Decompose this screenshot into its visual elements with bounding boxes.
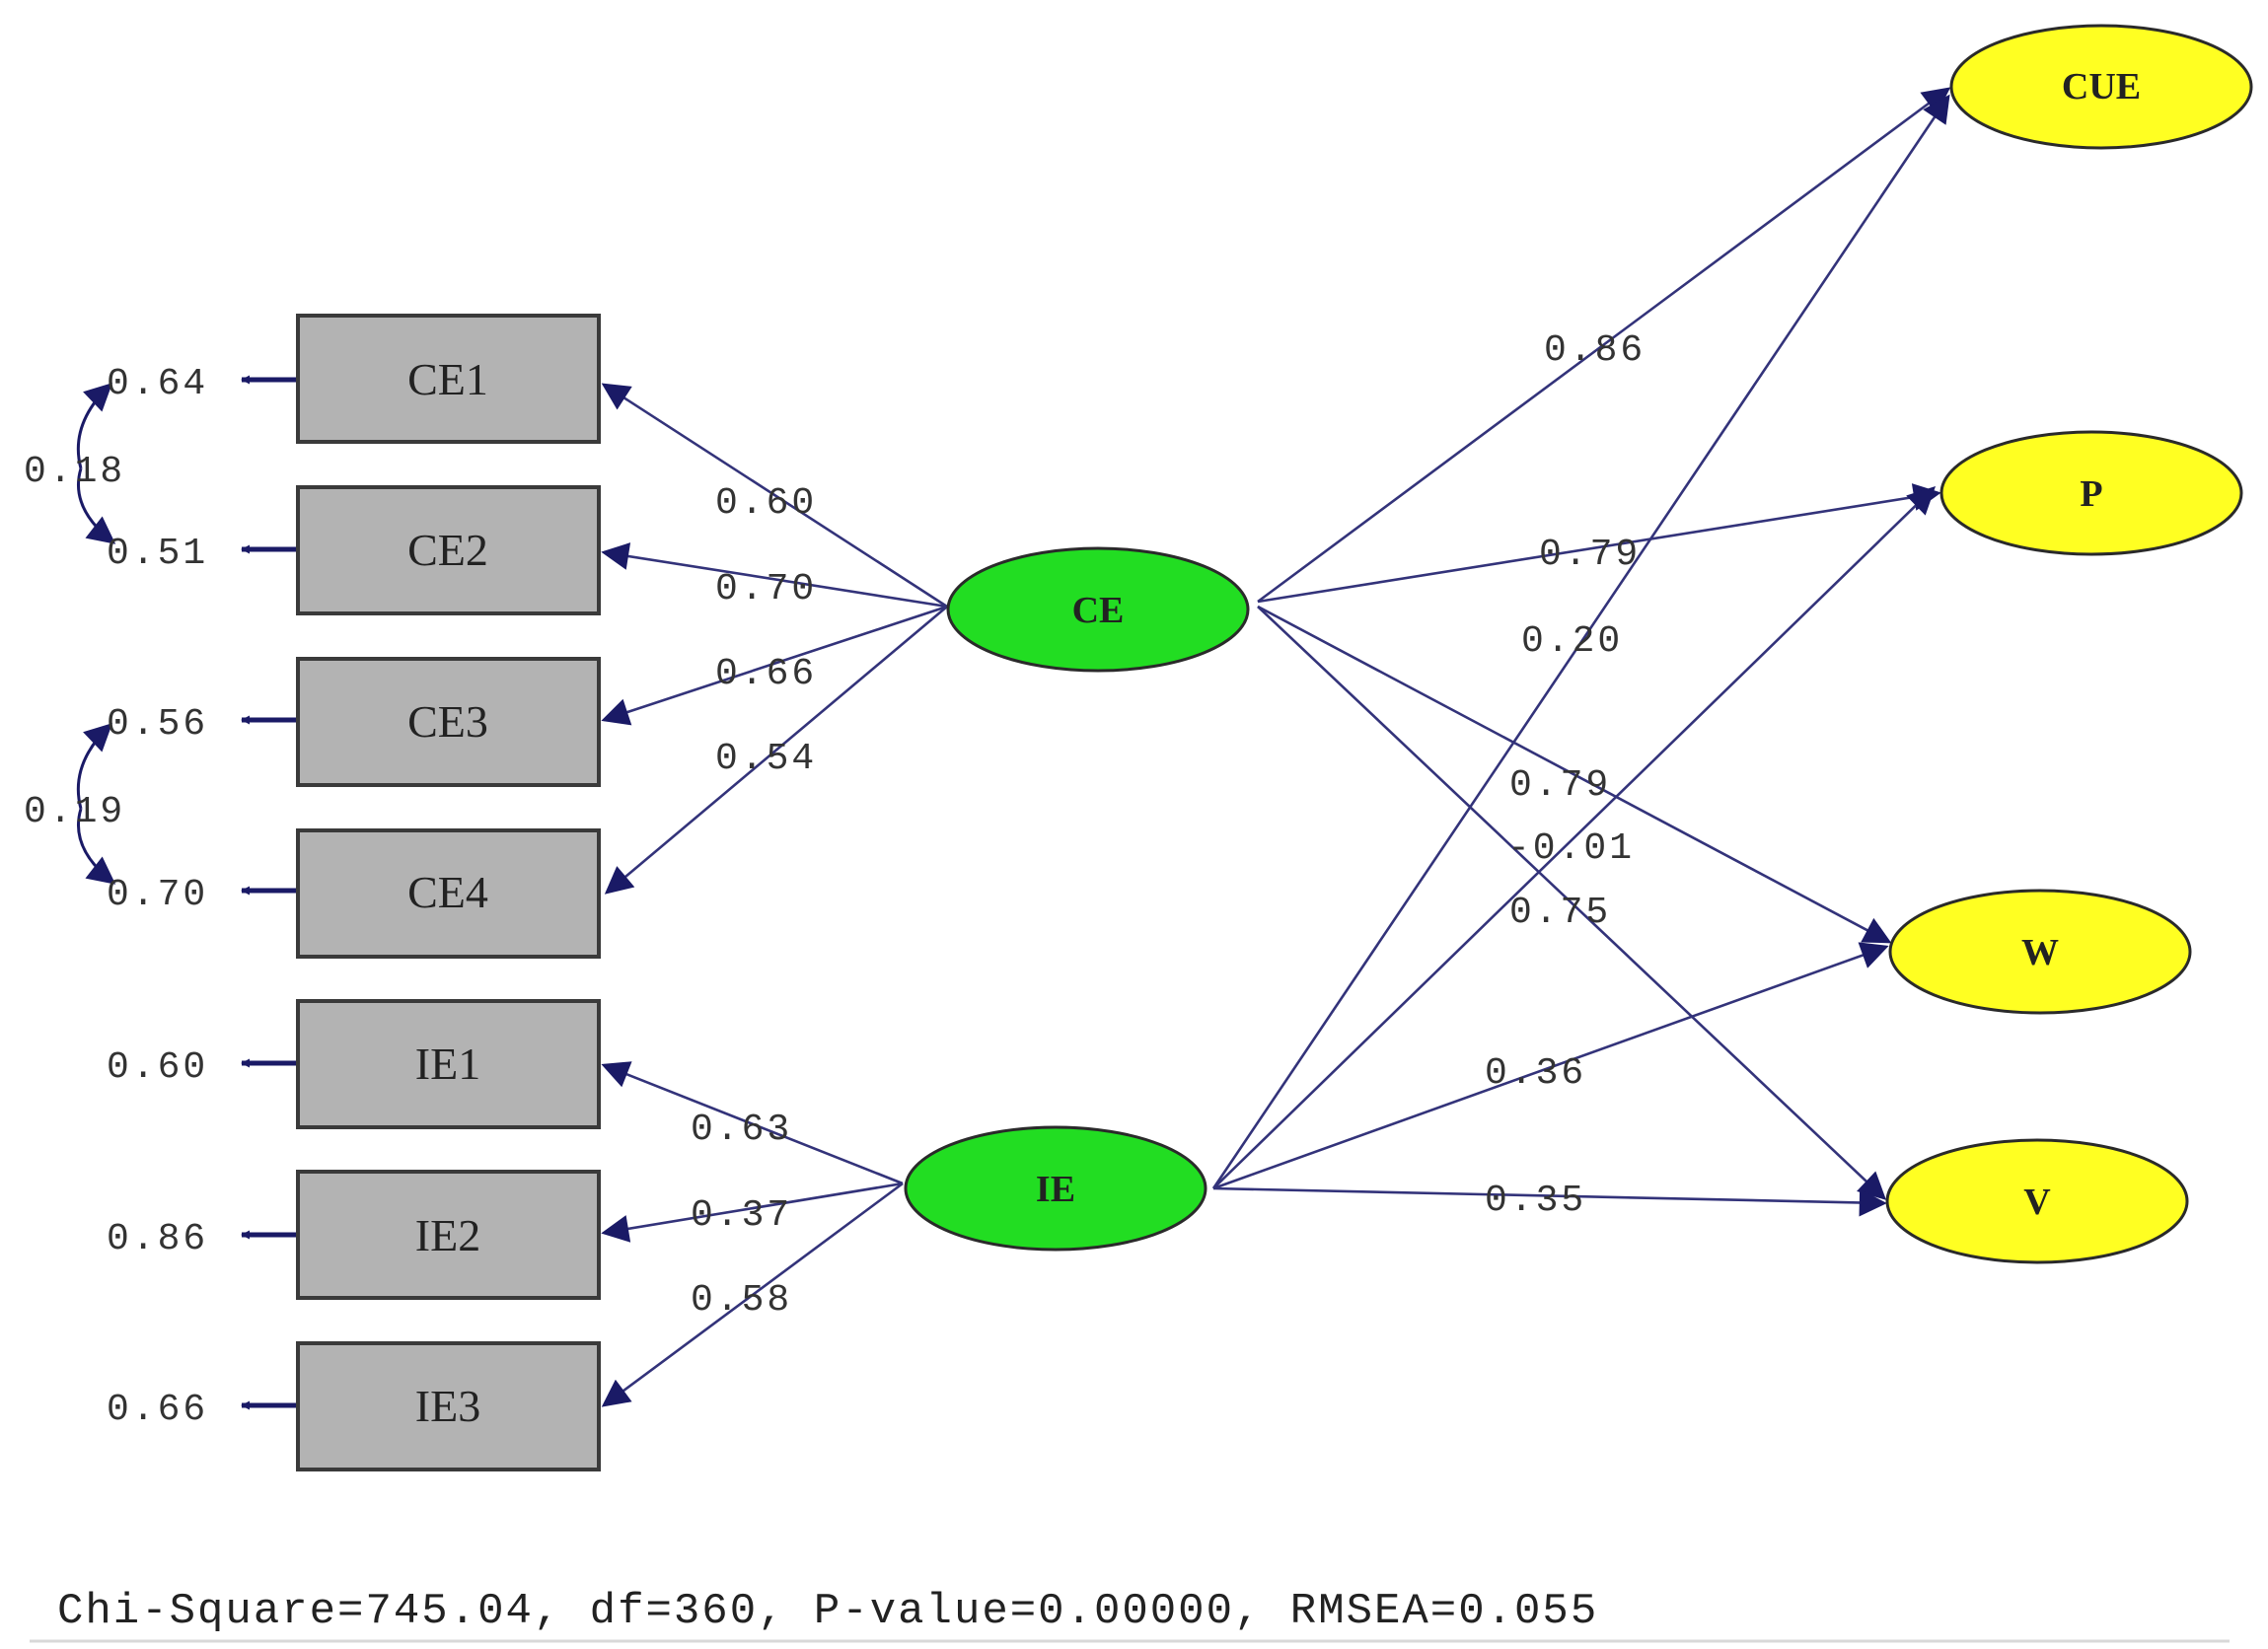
error-label-ce4: 0.70 bbox=[107, 874, 208, 916]
loading-label-ie2: 0.37 bbox=[691, 1194, 792, 1237]
indicator-ce3: CE3 bbox=[296, 657, 601, 787]
indicator-label: CE4 bbox=[407, 867, 488, 917]
error-arrows bbox=[241, 375, 296, 1410]
path-label-ce-cue: 0.86 bbox=[1544, 329, 1646, 372]
indicator-ce2: CE2 bbox=[296, 485, 601, 615]
outcome-v: V bbox=[1885, 1138, 2189, 1264]
loading-label-ce1: 0.60 bbox=[715, 482, 817, 525]
latent-nodes: CE IE bbox=[904, 546, 1250, 1252]
path-label-ce-v: 0.75 bbox=[1509, 892, 1611, 934]
indicator-label: IE2 bbox=[415, 1210, 480, 1260]
structural-labels: 0.86 0.79 0.20 0.79 -0.01 0.75 0.36 0.35 bbox=[1485, 329, 1646, 1222]
loading-label-ie3: 0.58 bbox=[691, 1279, 792, 1322]
error-labels: 0.64 0.51 0.56 0.70 0.60 0.86 0.66 bbox=[107, 363, 208, 1431]
path-label-ce-p: 0.79 bbox=[1539, 534, 1641, 576]
structural-paths bbox=[1211, 87, 1951, 1217]
covariance-labels: 0.18 0.19 bbox=[24, 451, 125, 833]
loading-label-ce2: 0.70 bbox=[715, 568, 817, 610]
indicator-label: CE1 bbox=[407, 354, 488, 404]
covariance-curve-ce1-ce2 bbox=[76, 385, 113, 542]
path-ie-v bbox=[1212, 1186, 1887, 1217]
latent-label: CE bbox=[1072, 590, 1125, 631]
indicator-ce1: CE1 bbox=[296, 314, 601, 444]
loading-label-ie1: 0.63 bbox=[691, 1109, 792, 1151]
loading-label-ce3: 0.66 bbox=[715, 653, 817, 695]
error-covariances bbox=[76, 385, 113, 883]
loading-ce-ce2 bbox=[601, 542, 948, 609]
indicator-ce4: CE4 bbox=[296, 828, 601, 959]
error-label-ie3: 0.66 bbox=[107, 1389, 208, 1431]
outcome-label: V bbox=[2023, 1182, 2051, 1223]
error-label-ie1: 0.60 bbox=[107, 1046, 208, 1089]
path-label-ie-w: 0.36 bbox=[1485, 1052, 1586, 1095]
indicator-ie2: IE2 bbox=[296, 1170, 601, 1300]
latent-label: IE bbox=[1036, 1169, 1075, 1210]
loading-ce-ce3 bbox=[601, 605, 948, 726]
outcome-cue: CUE bbox=[1949, 24, 2253, 150]
path-label-ie-p: -0.01 bbox=[1507, 827, 1635, 870]
path-ce-v bbox=[1257, 606, 1887, 1200]
loading-paths bbox=[601, 383, 948, 1407]
outcome-label: CUE bbox=[2062, 66, 2141, 108]
error-label-ce3: 0.56 bbox=[107, 703, 208, 746]
loading-ce-ce4 bbox=[604, 606, 948, 895]
indicator-label: IE3 bbox=[415, 1381, 480, 1431]
error-label-ce1: 0.64 bbox=[107, 363, 208, 405]
indicator-label: IE1 bbox=[415, 1039, 480, 1089]
path-ce-cue bbox=[1257, 87, 1951, 604]
latent-ie: IE bbox=[904, 1125, 1207, 1252]
indicator-boxes: CE1 CE2 CE3 CE4 IE1 IE2 IE3 bbox=[296, 314, 601, 1471]
outcome-nodes: CUE P W V bbox=[1885, 24, 2253, 1264]
path-label-ie-cue: 0.20 bbox=[1521, 620, 1623, 663]
loading-labels: 0.60 0.70 0.66 0.54 0.63 0.37 0.58 bbox=[691, 482, 817, 1322]
fit-statistics: Chi-Square=745.04, df=360, P-value=0.000… bbox=[57, 1587, 1598, 1636]
indicator-label: CE2 bbox=[407, 525, 488, 575]
covariance-label-ce3-ce4: 0.19 bbox=[24, 791, 125, 833]
covariance-curve-ce3-ce4 bbox=[76, 725, 113, 883]
covariance-label-ce1-ce2: 0.18 bbox=[24, 451, 125, 493]
outcome-w: W bbox=[1888, 889, 2192, 1015]
outcome-label: W bbox=[2021, 932, 2059, 973]
error-label-ce2: 0.51 bbox=[107, 533, 208, 575]
path-ce-p bbox=[1257, 483, 1941, 604]
loading-ie-ie3 bbox=[601, 1182, 904, 1407]
path-label-ce-w: 0.79 bbox=[1509, 764, 1611, 807]
indicator-label: CE3 bbox=[407, 696, 488, 747]
path-ie-cue bbox=[1211, 94, 1950, 1189]
path-ie-p bbox=[1212, 486, 1937, 1189]
loading-ie-ie1 bbox=[601, 1061, 904, 1185]
error-label-ie2: 0.86 bbox=[107, 1218, 208, 1260]
latent-ce: CE bbox=[946, 546, 1250, 673]
loading-label-ce4: 0.54 bbox=[715, 738, 817, 780]
path-ce-w bbox=[1257, 605, 1892, 944]
outcome-p: P bbox=[1939, 430, 2243, 556]
loading-ie-ie2 bbox=[601, 1182, 904, 1243]
outcome-label: P bbox=[2080, 473, 2102, 515]
loading-ce-ce1 bbox=[601, 383, 948, 609]
path-ie-w bbox=[1212, 942, 1889, 1190]
indicator-ie1: IE1 bbox=[296, 999, 601, 1129]
indicator-ie3: IE3 bbox=[296, 1341, 601, 1471]
path-label-ie-v: 0.35 bbox=[1485, 1180, 1586, 1222]
